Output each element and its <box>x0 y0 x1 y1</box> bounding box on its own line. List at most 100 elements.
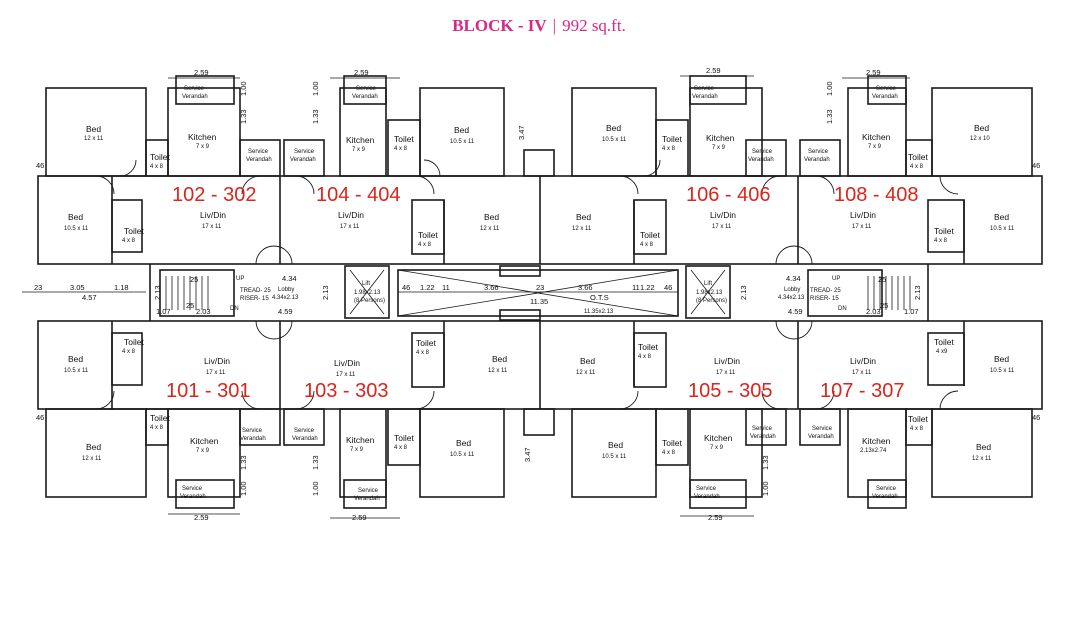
room-size: 17 x 11 <box>206 370 226 376</box>
dimension-label: 3.47 <box>517 125 526 140</box>
stair-riser: RISER- 15 <box>240 296 269 302</box>
unit-label-103-303: 103 - 303 <box>304 380 389 402</box>
room-bed: Bed <box>974 123 989 133</box>
room-bed: Bed <box>976 442 991 452</box>
room-verandah: Verandah <box>290 157 316 163</box>
room-service: Service <box>752 149 773 155</box>
unit-label-101-301: 101 - 301 <box>166 380 251 402</box>
room-size: 7 x 9 <box>710 445 724 451</box>
dimension-label: 2.13 <box>153 285 162 300</box>
dimension-label: 1.00 <box>239 481 248 496</box>
room-size: 4 x 8 <box>416 350 430 356</box>
dimension-label: 1.22 <box>640 283 655 292</box>
room-verandah: Verandah <box>692 94 718 100</box>
room-service: Service <box>876 86 897 92</box>
room-bed: Bed <box>576 212 591 222</box>
room-verandah: Verandah <box>750 434 776 440</box>
dimension-label: 1.00 <box>311 81 320 96</box>
lobby-label: Lobby <box>278 287 294 293</box>
room-size: 17 x 11 <box>852 370 872 376</box>
room-toilet: Toilet <box>934 226 954 236</box>
room-size: 10.5 x 11 <box>602 137 627 143</box>
room-bed: Bed <box>580 356 595 366</box>
room-size: 4 x 8 <box>394 146 408 152</box>
dimension-label: 11 <box>442 283 450 292</box>
room-service: Service <box>696 486 717 492</box>
dimension-label: 1.33 <box>311 109 320 124</box>
room-size: 4 x 8 <box>910 164 924 170</box>
room-verandah: Verandah <box>292 436 318 442</box>
room-toilet: Toilet <box>124 226 144 236</box>
room-service: Service <box>248 149 269 155</box>
room-kitchen: Kitchen <box>188 132 217 142</box>
room-service: Service <box>812 426 833 432</box>
room-size: 4 x 8 <box>150 164 164 170</box>
room-verandah: Verandah <box>872 94 898 100</box>
room-size: 4 x 8 <box>934 238 948 244</box>
room-service: Service <box>876 486 897 492</box>
room-size: 4 x 8 <box>662 450 676 456</box>
room-size: 4 x 8 <box>640 242 654 248</box>
unit-label-107-307: 107 - 307 <box>820 380 905 402</box>
area-label: 992 sq.ft. <box>562 16 626 35</box>
room-size: 10.5 x 11 <box>990 368 1015 374</box>
room-service: Service <box>242 428 263 434</box>
lobby-size: 4.34x2.13 <box>272 295 299 301</box>
room-toilet: Toilet <box>394 433 414 443</box>
door-swings <box>95 159 959 410</box>
ots-label: O.T.S <box>590 293 609 302</box>
stair-up: UP <box>832 276 840 282</box>
dimension-label: 1.33 <box>761 455 770 470</box>
room-verandah: Verandah <box>748 157 774 163</box>
unit-label-102-302: 102 - 302 <box>172 184 257 206</box>
dimension-label: 1.00 <box>761 481 770 496</box>
dimension-label: 25 <box>186 301 194 310</box>
room-size: 4 x 8 <box>910 426 924 432</box>
room-kitchen: Kitchen <box>190 436 219 446</box>
dimension-label: 2.59 <box>866 68 881 77</box>
room-verandah: Verandah <box>872 494 898 500</box>
room-verandah: Verandah <box>354 496 380 502</box>
dimension-label: 1.33 <box>239 455 248 470</box>
room-livdin: Liv/Din <box>710 210 736 220</box>
dimension-label: 4.34 <box>282 274 297 283</box>
room-verandah: Verandah <box>694 494 720 500</box>
room-size: 4 x 8 <box>638 354 652 360</box>
room-toilet: Toilet <box>416 338 436 348</box>
dimension-label: 46 <box>36 161 44 170</box>
dimension-label: 46 <box>1032 161 1040 170</box>
room-size: 17 x 11 <box>716 370 736 376</box>
room-toilet: Toilet <box>124 337 144 347</box>
room-size: 7 x 9 <box>352 147 366 153</box>
room-size: 4 x 8 <box>150 425 164 431</box>
room-verandah: Verandah <box>240 436 266 442</box>
ots-size: 11.35x2.13 <box>584 309 614 315</box>
room-bed: Bed <box>994 354 1009 364</box>
lift-capacity: (8 Persons) <box>354 298 385 304</box>
dimension-label: 25 <box>878 275 886 284</box>
room-size: 10.5 x 11 <box>450 139 475 145</box>
lift-size: 1.98x2.13 <box>354 290 381 296</box>
dimension-label: 1.00 <box>239 81 248 96</box>
room-toilet: Toilet <box>418 230 438 240</box>
room-service: Service <box>752 426 773 432</box>
dimension-label: 46 <box>1032 413 1040 422</box>
dimension-label: 2.59 <box>194 68 209 77</box>
lobby-size: 4.34x2.13 <box>778 295 805 301</box>
dimension-label: 2.03 <box>196 307 211 316</box>
dimension-label: 11.35 <box>530 297 548 306</box>
room-toilet: Toilet <box>934 337 954 347</box>
dimension-lines <box>22 75 910 519</box>
dimension-label: 1.33 <box>239 109 248 124</box>
title-separator: | <box>552 16 557 35</box>
room-kitchen: Kitchen <box>346 135 375 145</box>
room-size: 12 x 11 <box>972 456 992 462</box>
room-service: Service <box>294 428 315 434</box>
room-size: 7 x 9 <box>350 447 364 453</box>
room-livdin: Liv/Din <box>200 210 226 220</box>
room-service: Service <box>184 86 205 92</box>
room-toilet: Toilet <box>662 438 682 448</box>
room-service: Service <box>356 86 377 92</box>
room-size: 17 x 11 <box>852 224 872 230</box>
room-livdin: Liv/Din <box>850 210 876 220</box>
